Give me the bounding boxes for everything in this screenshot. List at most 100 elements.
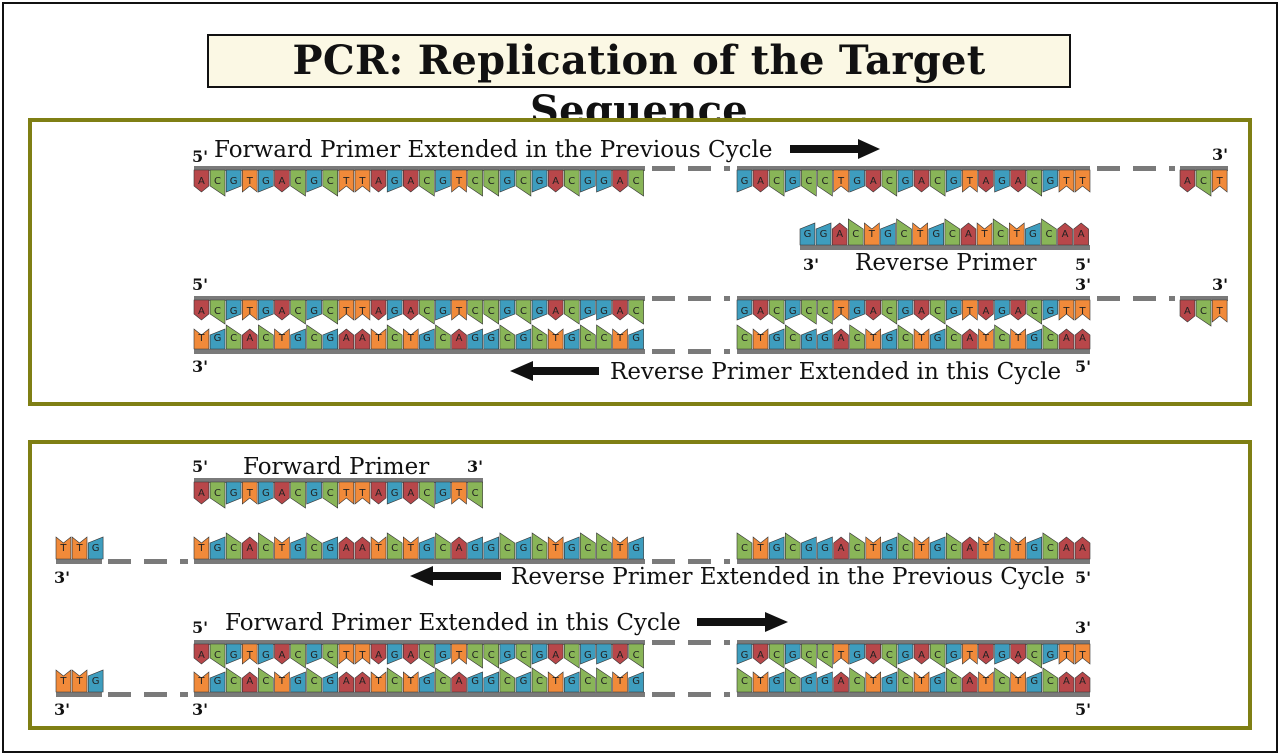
nucleotide-letter: C [773, 650, 780, 661]
nucleotide [242, 671, 258, 693]
nucleotide [386, 169, 403, 193]
nucleotide-letter: C [327, 650, 334, 661]
nucleotide [55, 536, 72, 560]
nucleotide [531, 299, 548, 321]
backbone [800, 245, 1090, 250]
nucleotide [1058, 299, 1075, 321]
nucleotide [258, 299, 274, 321]
nucleotide [897, 532, 914, 560]
nucleotide [799, 222, 816, 246]
nucleotide-letter: C [391, 543, 398, 554]
nucleotide [193, 169, 210, 193]
nucleotide-letter: T [552, 676, 560, 687]
nucleotide-letter: G [391, 306, 399, 317]
nucleotide [1026, 643, 1042, 669]
nucleotide-letter: C [902, 676, 909, 687]
nucleotide [1026, 169, 1042, 197]
nucleotide [419, 481, 435, 509]
nucleotide [547, 328, 564, 350]
nucleotide-letter: G [773, 543, 781, 554]
nucleotide-letter: C [488, 176, 495, 187]
nucleotide-letter: A [375, 650, 382, 661]
reverse-primer-extended-this-label: Reverse Primer Extended in this Cycle [610, 359, 1061, 385]
nucleotide-letter: G [1046, 176, 1054, 187]
backbone [194, 478, 483, 483]
nucleotide [580, 667, 596, 693]
nucleotide [1179, 169, 1196, 193]
nucleotide [225, 667, 242, 693]
nucleotide [1058, 169, 1075, 193]
nucleotide-letter: A [1063, 333, 1070, 344]
nucleotide-letter: A [198, 650, 205, 661]
nucleotide-letter: G [214, 333, 222, 344]
nucleotide [817, 328, 833, 350]
nucleotide [209, 299, 226, 325]
nucleotide-letter: C [949, 229, 956, 240]
nucleotide [370, 328, 387, 350]
nucleotide [354, 299, 371, 321]
nucleotide-letter: G [568, 333, 576, 344]
nucleotide [515, 671, 532, 693]
nucleotide-letter: C [230, 676, 237, 687]
nucleotide-letter: G [294, 676, 302, 687]
nucleotide [1026, 328, 1042, 350]
nucleotide-letter: C [423, 650, 430, 661]
backbone [194, 692, 645, 697]
nucleotide-letter: C [741, 676, 748, 687]
nucleotide-letter: G [741, 306, 749, 317]
backbone [194, 166, 645, 171]
nucleotide-letter: G [536, 650, 544, 661]
nucleotide-letter: A [359, 676, 366, 687]
nucleotide [386, 324, 403, 350]
nucleotide-letter: G [789, 650, 797, 661]
nucleotide-letter: A [1079, 676, 1086, 687]
nucleotide [225, 169, 242, 193]
nucleotide-letter: G [741, 650, 749, 661]
nucleotide [628, 169, 644, 197]
nucleotide [992, 218, 1009, 246]
nucleotide [515, 328, 532, 350]
nucleotide [402, 328, 419, 350]
end-label: 5' [1075, 255, 1091, 274]
nucleotide-letter: G [950, 306, 958, 317]
nucleotide [483, 671, 500, 693]
nucleotide-letter: G [998, 650, 1006, 661]
nucleotide [290, 169, 306, 197]
nucleotide-letter: T [616, 676, 624, 687]
nucleotide [849, 324, 865, 350]
nucleotide-letter: G [1029, 229, 1037, 240]
nucleotide [1058, 328, 1075, 350]
nucleotide-letter: G [932, 229, 940, 240]
nucleotide [242, 536, 258, 560]
nucleotide-letter: T [59, 543, 67, 554]
nucleotide-letter: C [214, 488, 221, 499]
nucleotide-letter: G [536, 176, 544, 187]
nucleotide [1042, 324, 1059, 350]
nucleotide [994, 667, 1010, 693]
nucleotide [736, 324, 753, 350]
nucleotide-letter: A [966, 543, 973, 554]
nucleotide-letter: A [246, 333, 253, 344]
forward-primer-label: Forward Primer [243, 454, 429, 480]
nucleotide [1042, 299, 1059, 321]
nucleotide-letter: C [633, 176, 640, 187]
nucleotide-letter: C [214, 176, 221, 187]
nucleotide [547, 536, 564, 560]
end-label: 3' [1212, 275, 1228, 294]
end-label: 5' [1075, 568, 1091, 587]
nucleotide [435, 532, 451, 560]
nucleotide-letter: G [1046, 306, 1054, 317]
nucleotide [1010, 169, 1026, 193]
nucleotide [896, 218, 912, 246]
nucleotide [628, 299, 644, 325]
nucleotide [370, 536, 387, 560]
nucleotide [1074, 643, 1091, 665]
nucleotide-letter: C [262, 333, 269, 344]
nucleotide [978, 169, 994, 193]
nucleotide-letter: A [375, 488, 382, 499]
nucleotide-letter: C [488, 306, 495, 317]
nucleotide-letter: C [262, 543, 269, 554]
nucleotide-letter: C [568, 176, 575, 187]
nucleotide-letter: C [520, 306, 527, 317]
nucleotide [881, 328, 898, 350]
